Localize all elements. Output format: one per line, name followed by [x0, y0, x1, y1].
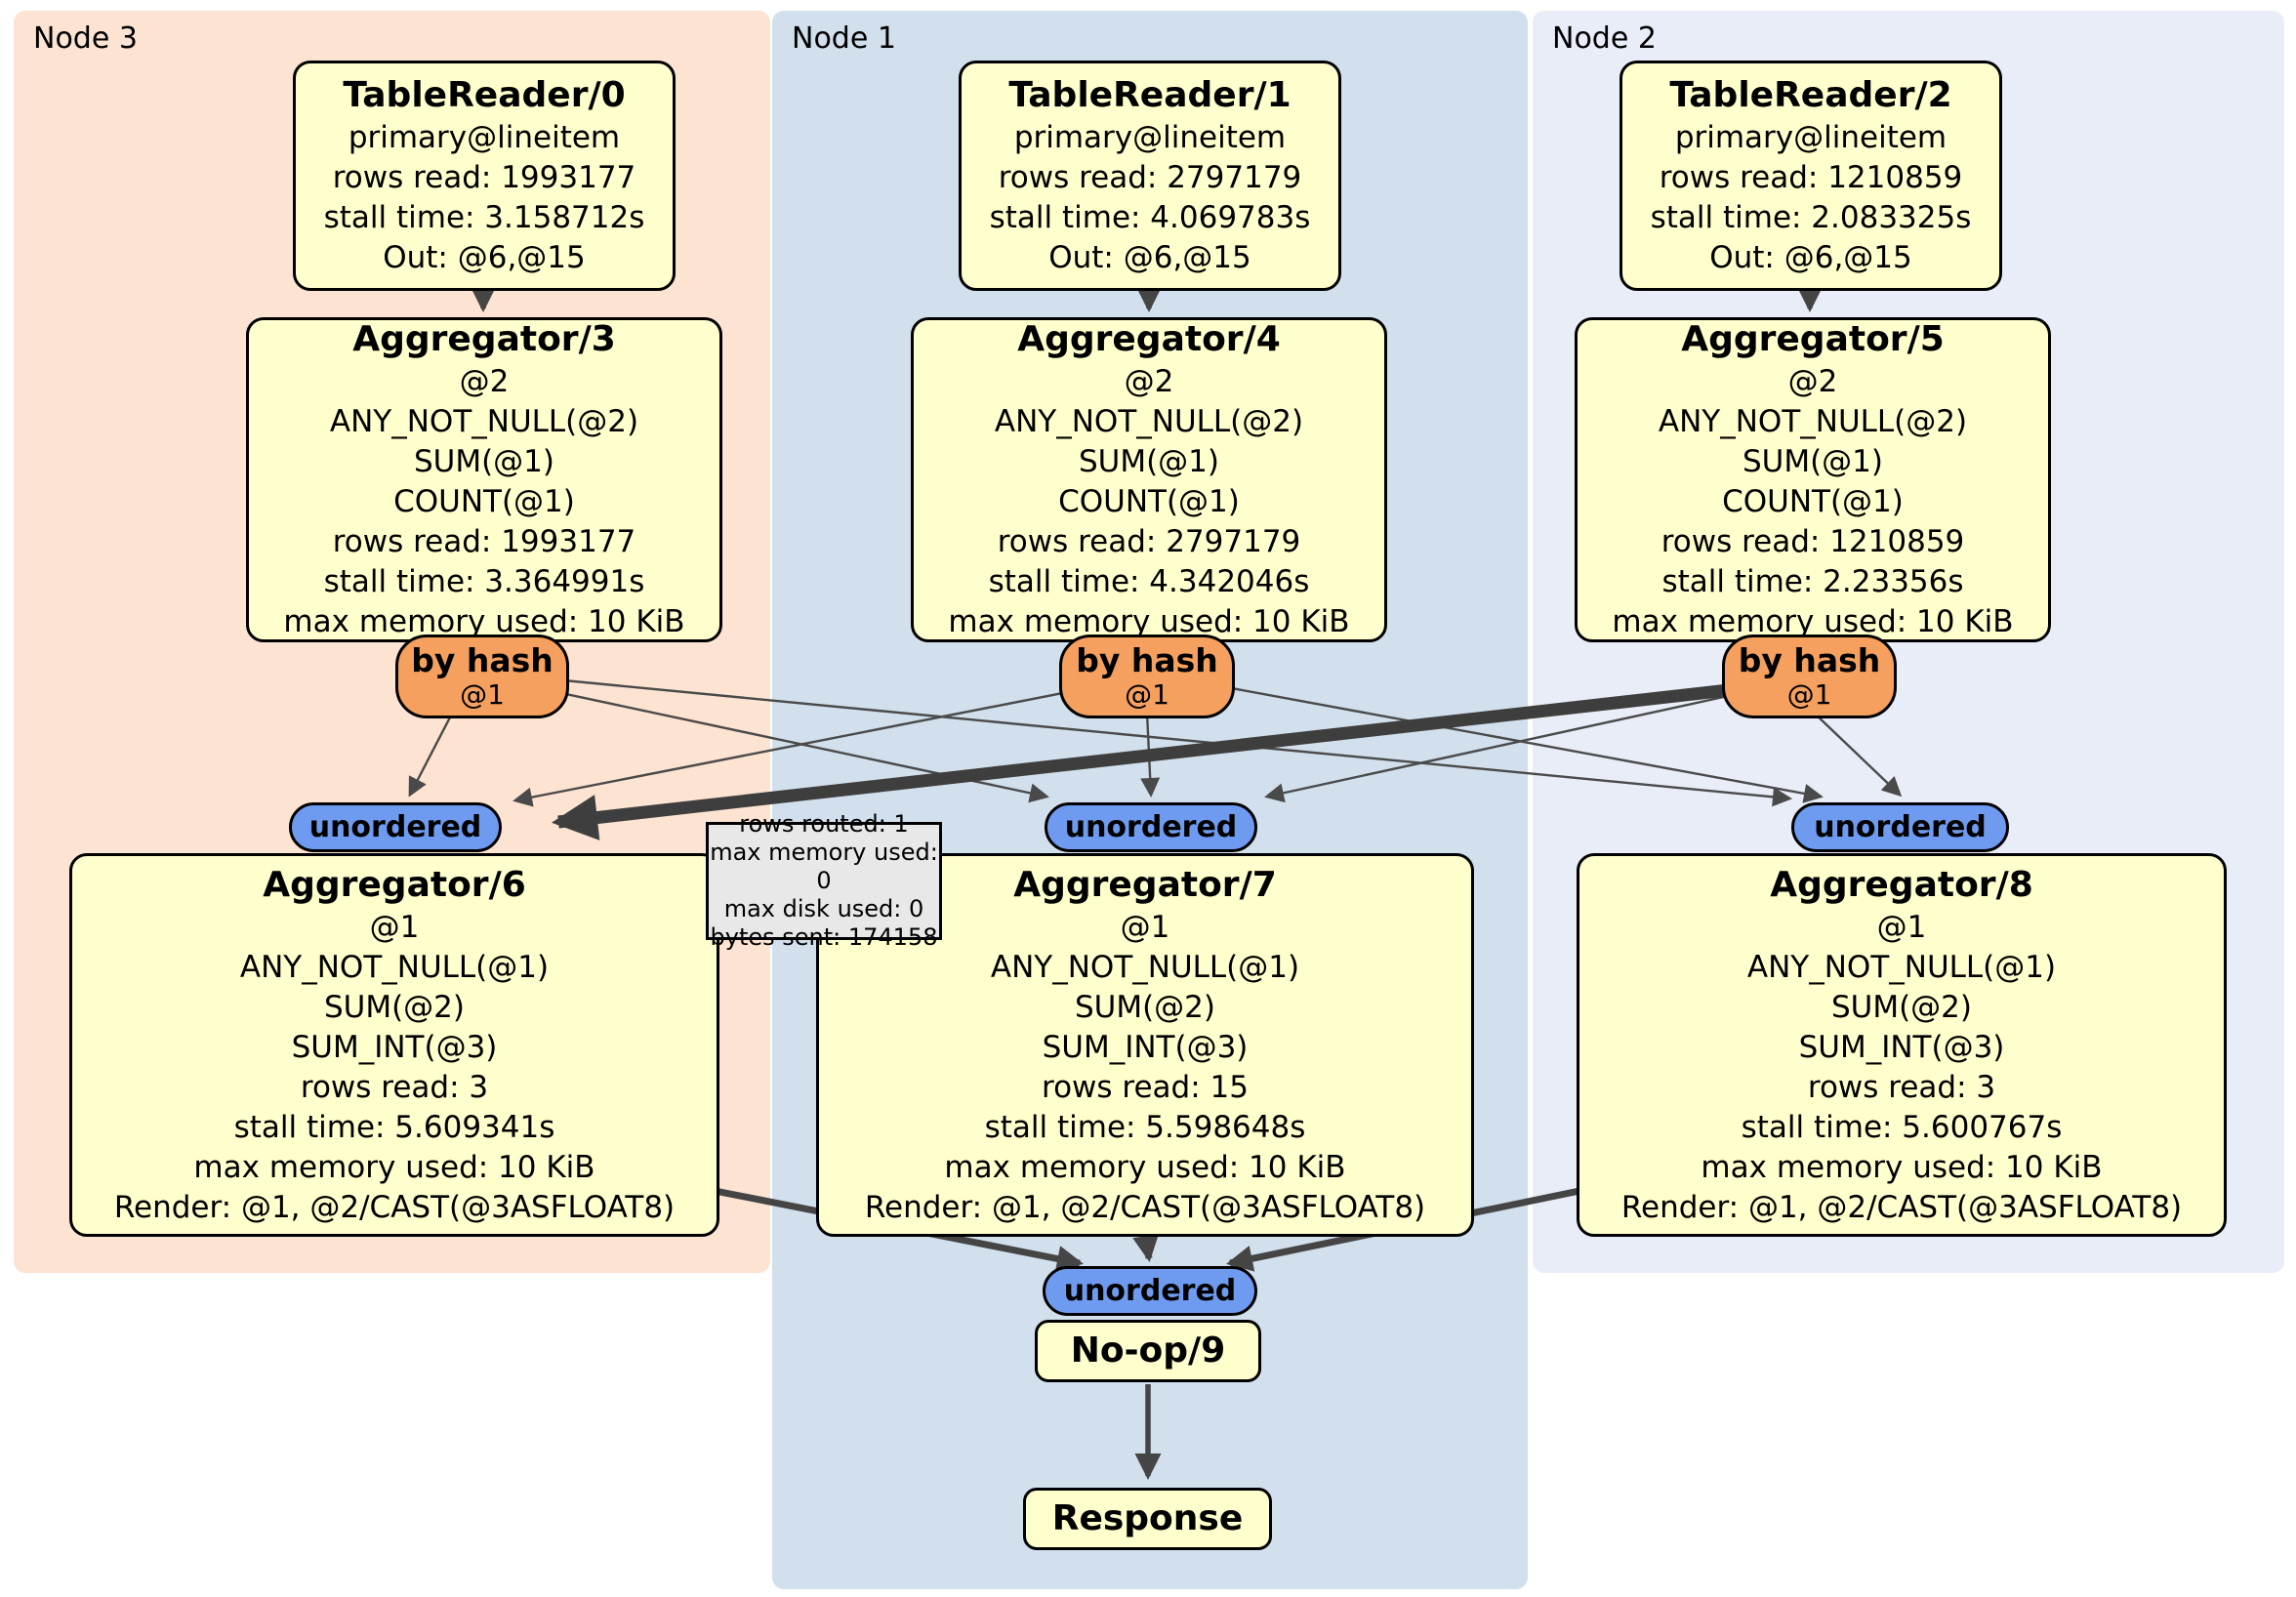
processor-title: Aggregator/3	[352, 319, 616, 359]
processor-title: Aggregator/8	[1770, 864, 2033, 905]
sync-unordered-final[interactable]: unordered	[1043, 1266, 1257, 1316]
router-label: by hash	[1738, 641, 1881, 679]
processor-title: TableReader/2	[1669, 75, 1952, 115]
stream-edge-r5-u2	[1813, 712, 1903, 798]
stream-edge-r5-u1	[1264, 677, 1805, 803]
router-by-hash-node1[interactable]: by hash @1	[1059, 635, 1235, 718]
processor-title: Aggregator/7	[1013, 864, 1277, 905]
router-label: by hash	[1076, 641, 1218, 679]
processor-title: TableReader/1	[1008, 75, 1292, 115]
router-by-hash-node2[interactable]: by hash @1	[1722, 635, 1897, 718]
stream-edge-r3-u2	[492, 672, 1792, 807]
processor-title: Aggregator/5	[1681, 319, 1945, 359]
sync-unordered-node3[interactable]: unordered	[289, 802, 502, 852]
processor-title: TableReader/0	[343, 75, 626, 115]
processor-title: Aggregator/6	[263, 864, 526, 905]
router-key: @1	[1786, 678, 1832, 711]
processor-title: No-op/9	[1070, 1331, 1226, 1371]
stream-edge-r4-u3	[512, 676, 1143, 807]
stream-edge-r4-u2	[1151, 672, 1824, 803]
sync-unordered-node2[interactable]: unordered	[1791, 802, 2009, 852]
processor-noop-9[interactable]: No-op/9	[1035, 1320, 1261, 1382]
node-region-label: Node 1	[792, 21, 896, 56]
router-key: @1	[460, 678, 505, 711]
processor-title: Aggregator/4	[1017, 319, 1281, 359]
stream-edge-highlighted-r5-u3[interactable]	[551, 675, 1807, 840]
router-by-hash-node3[interactable]: by hash @1	[395, 635, 569, 718]
processor-response[interactable]: Response	[1023, 1488, 1272, 1550]
node-region-label: Node 2	[1552, 21, 1657, 56]
router-label: by hash	[411, 641, 554, 679]
node-region-label: Node 3	[33, 21, 138, 56]
sync-unordered-node1[interactable]: unordered	[1045, 802, 1257, 852]
processor-title: Response	[1051, 1498, 1244, 1538]
router-key: @1	[1125, 678, 1169, 711]
